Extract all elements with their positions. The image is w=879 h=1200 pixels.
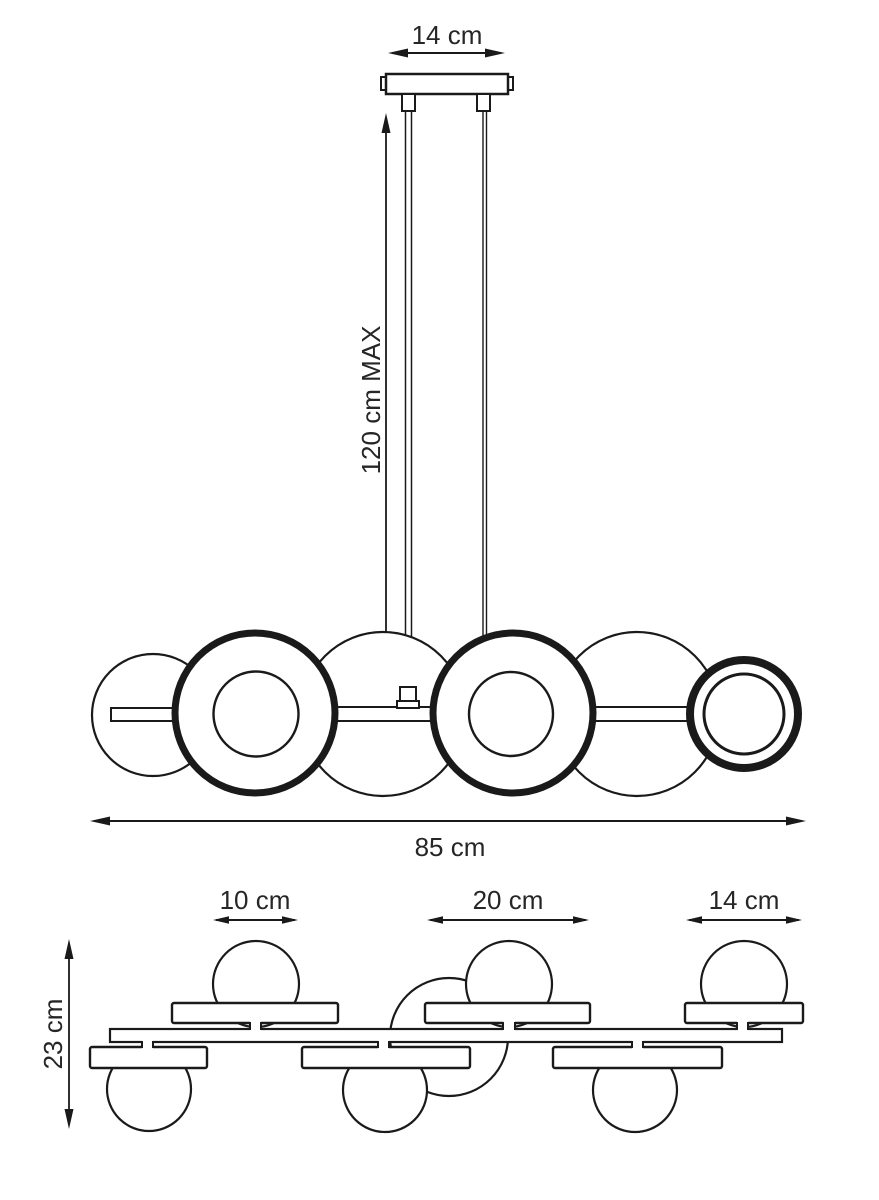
arrow-up-icon — [64, 939, 74, 959]
dim-large-disc — [427, 916, 589, 924]
dim-small-disc — [686, 916, 802, 924]
arrow-right-icon — [282, 916, 298, 924]
arrow-right-icon — [786, 816, 806, 826]
arrow-left-icon — [427, 916, 443, 924]
label-ball-diameter: 10 cm — [219, 885, 291, 915]
disc-shade-center — [429, 629, 597, 797]
canopy-connector-right — [476, 93, 491, 112]
dim-total-width — [90, 816, 806, 826]
label-depth: 23 cm — [38, 998, 68, 1070]
disc-upper-left — [170, 1001, 340, 1025]
arrow-down-icon — [64, 1109, 74, 1129]
front-view — [90, 48, 806, 826]
canopy-body — [384, 72, 510, 96]
disc-upper-middle — [423, 1001, 592, 1025]
arrow-up-icon — [381, 113, 391, 133]
dim-depth — [64, 939, 74, 1129]
ring-shade-right — [686, 656, 802, 772]
arrow-right-icon — [485, 48, 505, 58]
dim-ball-diameter — [213, 916, 298, 924]
label-small-disc-width: 14 cm — [708, 885, 780, 915]
stub-upper-left — [249, 1021, 262, 1031]
arrow-left-icon — [388, 48, 408, 58]
suspension-cable-right — [482, 111, 488, 636]
arrow-right-icon — [786, 916, 802, 924]
label-max-suspension: 120 cm MAX — [356, 325, 386, 475]
frame-bar-middle — [332, 706, 436, 722]
stub-upper-middle — [502, 1021, 516, 1031]
stub-upper-right — [736, 1021, 749, 1031]
label-canopy-width: 14 cm — [411, 20, 483, 50]
arrow-left-icon — [686, 916, 702, 924]
label-total-width: 85 cm — [414, 832, 486, 862]
arrow-right-icon — [573, 916, 589, 924]
suspension-rod-left — [404, 111, 413, 688]
top-view — [64, 916, 805, 1134]
canopy-connector-left — [401, 93, 416, 112]
label-large-disc-width: 20 cm — [472, 885, 544, 915]
ceiling-canopy — [380, 72, 514, 112]
stub-lower-middle — [377, 1040, 390, 1049]
central-bar — [108, 1027, 784, 1044]
disc-lower-middle — [300, 1045, 472, 1070]
dim-canopy-width — [388, 48, 505, 58]
arrow-left-icon — [90, 816, 110, 826]
frame-bar-left — [110, 707, 178, 722]
disc-shade-left — [171, 629, 339, 797]
stub-lower-right — [631, 1040, 644, 1049]
arrow-left-icon — [213, 916, 229, 924]
disc-upper-right — [683, 1001, 805, 1025]
stub-lower-left — [141, 1040, 154, 1049]
disc-lower-right — [551, 1045, 724, 1070]
disc-lower-left — [88, 1045, 209, 1070]
frame-bar-right — [590, 706, 691, 722]
rod-fitting — [396, 686, 420, 709]
